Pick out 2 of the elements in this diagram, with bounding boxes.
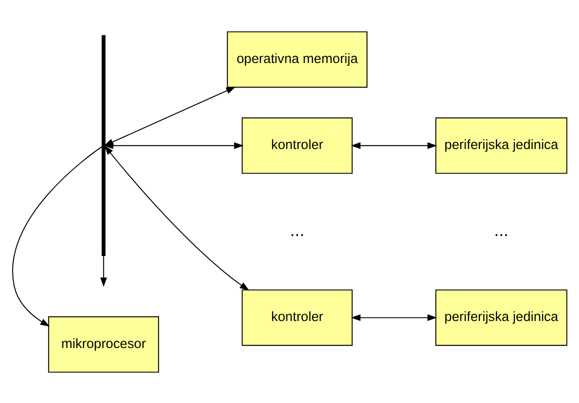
label: ...	[290, 219, 304, 240]
label: ...	[494, 219, 508, 240]
